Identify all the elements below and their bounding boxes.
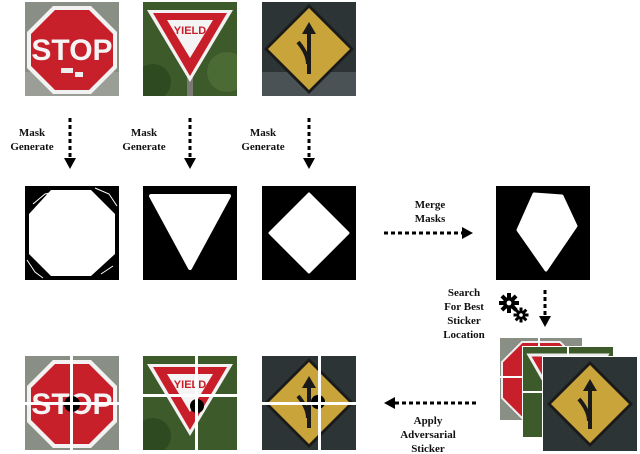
- mask-generate-3-line-1: Mask: [249, 127, 277, 139]
- mask-generate-3-line-2: Generate: [241, 141, 285, 153]
- merged-mask: [496, 186, 590, 280]
- stop-sign-text: STOP: [31, 34, 112, 67]
- down-arrow-2: [184, 118, 196, 169]
- mask-generate-label-3: Mask Generate: [237, 126, 289, 154]
- merge-mask: [262, 186, 356, 280]
- adversarial-yield-text: YIELD: [174, 379, 206, 391]
- mask-generate-1-line-2: Generate: [10, 141, 54, 153]
- search-label: Search For Best Sticker Location: [428, 286, 500, 342]
- stop-mask: [25, 186, 119, 280]
- adversarial-stop-sign: STOP: [25, 356, 119, 450]
- down-arrow-3: [303, 118, 315, 169]
- apply-line-2: Adversarial: [400, 429, 456, 441]
- mask-generate-label-1: Mask Generate: [6, 126, 58, 154]
- merge-masks-line-2: Masks: [414, 213, 446, 225]
- stacked-merge-result: [542, 356, 638, 452]
- apply-line-3: Sticker: [411, 443, 445, 454]
- mask-generate-2-line-1: Mask: [130, 127, 158, 139]
- yield-sign-text: YIELD: [174, 25, 206, 37]
- search-line-4: Location: [443, 329, 485, 341]
- yield-mask: [143, 186, 237, 280]
- apply-sticker-label: Apply Adversarial Sticker: [386, 414, 470, 454]
- mask-generate-2-line-2: Generate: [122, 141, 166, 153]
- adversarial-merge-sign: [262, 356, 356, 450]
- search-line-3: Sticker: [447, 315, 481, 327]
- mask-generate-1-line-1: Mask: [18, 127, 46, 139]
- merge-masks-line-1: Merge: [414, 199, 446, 211]
- down-arrow-1: [64, 118, 76, 169]
- stop-sign-photo: STOP: [25, 2, 119, 96]
- apply-line-1: Apply: [413, 415, 443, 427]
- merge-sign-photo: [262, 2, 356, 96]
- down-arrow-4: [539, 290, 551, 327]
- mask-generate-label-2: Mask Generate: [118, 126, 170, 154]
- yield-sign-photo: YIELD: [143, 2, 237, 96]
- merge-masks-label: Merge Masks: [398, 198, 462, 226]
- adversarial-yield-sign: YIELD: [143, 356, 237, 450]
- search-line-1: Search: [447, 287, 481, 299]
- right-arrow: [384, 227, 473, 239]
- gears-icon: [499, 293, 529, 323]
- search-line-2: For Best: [444, 301, 484, 313]
- left-arrow: [384, 397, 479, 409]
